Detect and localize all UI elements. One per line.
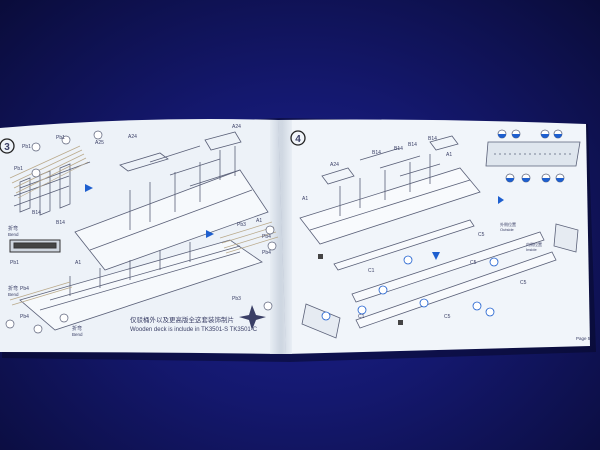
brand-logo-icon [239,305,266,330]
svg-text:Wooden deck is include in TK35: Wooden deck is include in TK3501-S TK350… [130,327,258,333]
svg-text:B14: B14 [32,210,41,216]
right-position-callouts: 外侧位置 Outside 内侧位置 Inside [500,221,542,252]
left-bend-callouts: 折弯 Bend 折弯 Bend 折弯 Bend [8,225,83,337]
svg-text:Bend: Bend [8,292,19,297]
svg-text:Pb1: Pb1 [56,135,65,141]
left-frame-upper [13,131,269,271]
right-blue-arrows [432,196,504,260]
svg-text:B14: B14 [408,142,417,148]
right-beam-callouts [321,255,499,321]
svg-text:A1: A1 [75,260,81,266]
detail-square-icons [318,254,403,325]
svg-text:C5: C5 [520,280,527,286]
svg-text:Pb1: Pb1 [22,144,31,150]
svg-text:Page 5: Page 5 [576,336,591,341]
svg-text:仅驳桶外以及更高版全这套装饰制片: 仅驳桶外以及更高版全这套装饰制片 [130,315,234,324]
right-step-badge: 4 [290,130,306,146]
svg-text:Pb1: Pb1 [10,260,19,266]
left-step-badge: 3 [0,138,15,154]
svg-text:A1: A1 [302,196,308,202]
svg-text:C5: C5 [478,232,485,238]
svg-text:Pb1: Pb1 [14,166,23,172]
svg-text:Pb4: Pb4 [20,314,29,320]
right-detail-panel [485,141,581,167]
svg-text:Pb3: Pb3 [237,222,246,228]
svg-text:Pb4: Pb4 [20,286,29,292]
svg-text:外侧位置: 外侧位置 [500,221,516,227]
svg-text:A1: A1 [256,218,262,224]
svg-text:3: 3 [4,142,10,153]
left-callouts [5,130,277,334]
book-gutter [270,120,292,354]
svg-text:内侧位置: 内侧位置 [526,241,542,247]
svg-text:A25: A25 [95,140,104,146]
svg-text:Pb3: Pb3 [232,296,241,302]
right-part-labels: A24 A1 B14 B14 B14 B14 A1 C5 C5 C5 C5 C1… [302,136,527,320]
svg-text:B14: B14 [372,150,381,156]
svg-text:折弯: 折弯 [72,325,82,332]
svg-text:折弯: 折弯 [8,225,18,232]
svg-text:Bend: Bend [72,332,83,337]
svg-text:C5: C5 [470,260,477,266]
svg-text:B14: B14 [428,136,437,142]
left-blue-arrows [85,184,214,238]
right-footer: Page 5 [576,336,591,341]
svg-text:B14: B14 [56,220,65,226]
svg-text:Pb4: Pb4 [262,234,271,240]
svg-text:C1: C1 [368,268,375,274]
svg-text:A24: A24 [128,134,137,140]
svg-text:折弯: 折弯 [8,285,18,292]
svg-text:Bend: Bend [8,232,19,237]
svg-text:Pb4: Pb4 [262,250,271,256]
left-frame-lower [19,239,263,331]
wooden-deck-note: 仅驳桶外以及更高版全这套装饰制片 Wooden deck is include … [130,315,258,333]
right-detail-callout-fills [498,134,564,182]
svg-text:C5: C5 [444,314,451,320]
svg-text:B14: B14 [394,146,403,152]
svg-text:A1: A1 [446,152,452,158]
svg-text:Inside: Inside [526,247,537,252]
right-frame-upper [299,135,481,245]
left-lower-rails [9,221,279,306]
svg-text:C1: C1 [358,314,365,320]
left-thin-rails [9,145,89,199]
svg-text:A24: A24 [232,124,241,130]
right-beams [301,219,579,339]
svg-text:Outside: Outside [500,227,515,232]
svg-text:A24: A24 [330,162,339,168]
left-part-detail [9,239,61,253]
left-part-labels: A24 A24 A25 B14 B14 A1 A1 Pb3 Pb3 Pb4 Pb… [10,124,271,320]
svg-text:4: 4 [295,134,301,145]
